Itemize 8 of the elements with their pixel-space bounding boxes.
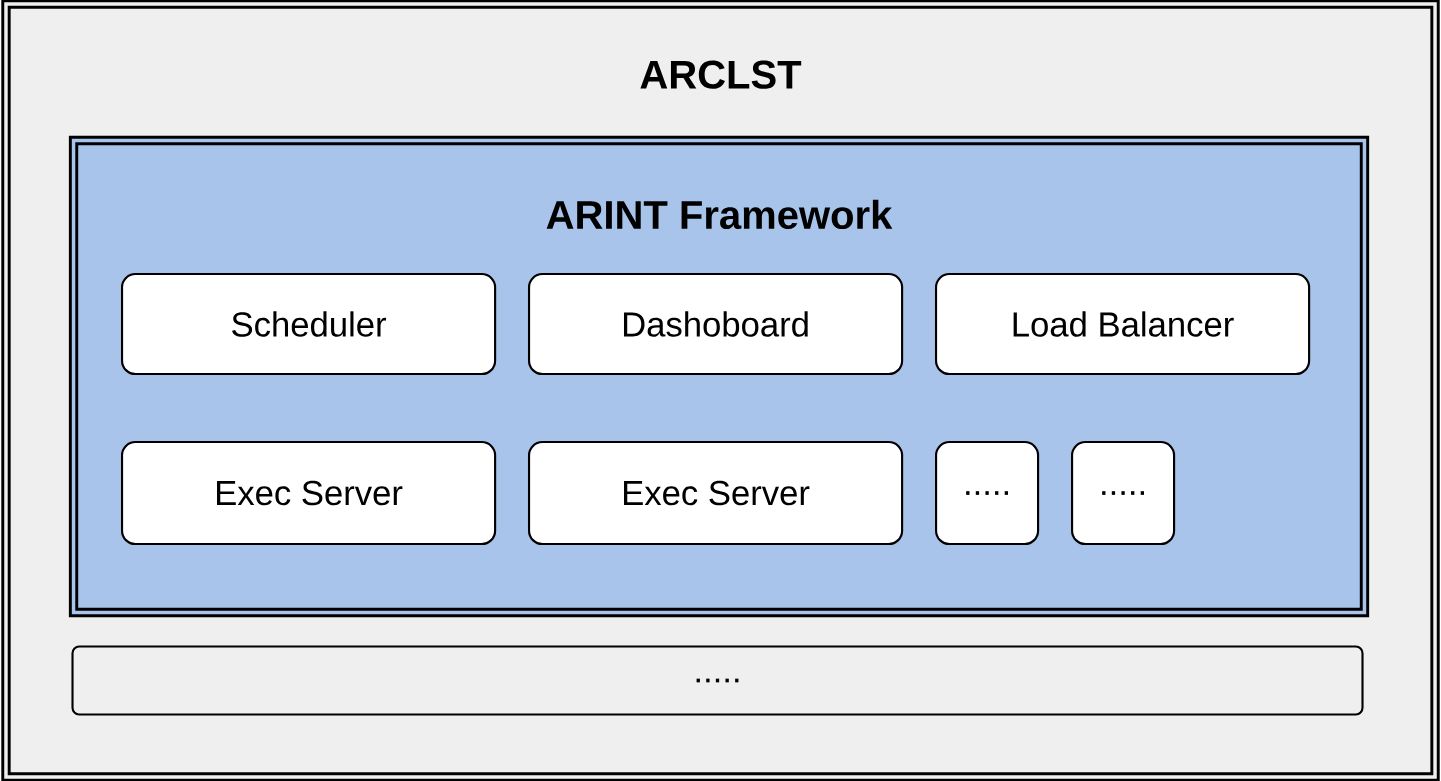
component-box: Load Balancer [934, 272, 1311, 376]
component-box: Dashoboard [527, 272, 904, 376]
component-box: ..... [1071, 440, 1176, 546]
component-box: ..... [935, 440, 1040, 546]
component-box: Exec Server [121, 440, 497, 546]
bottom-bar: ..... [71, 645, 1364, 716]
component-box: Scheduler [121, 272, 497, 376]
component-box: Exec Server [527, 440, 904, 546]
